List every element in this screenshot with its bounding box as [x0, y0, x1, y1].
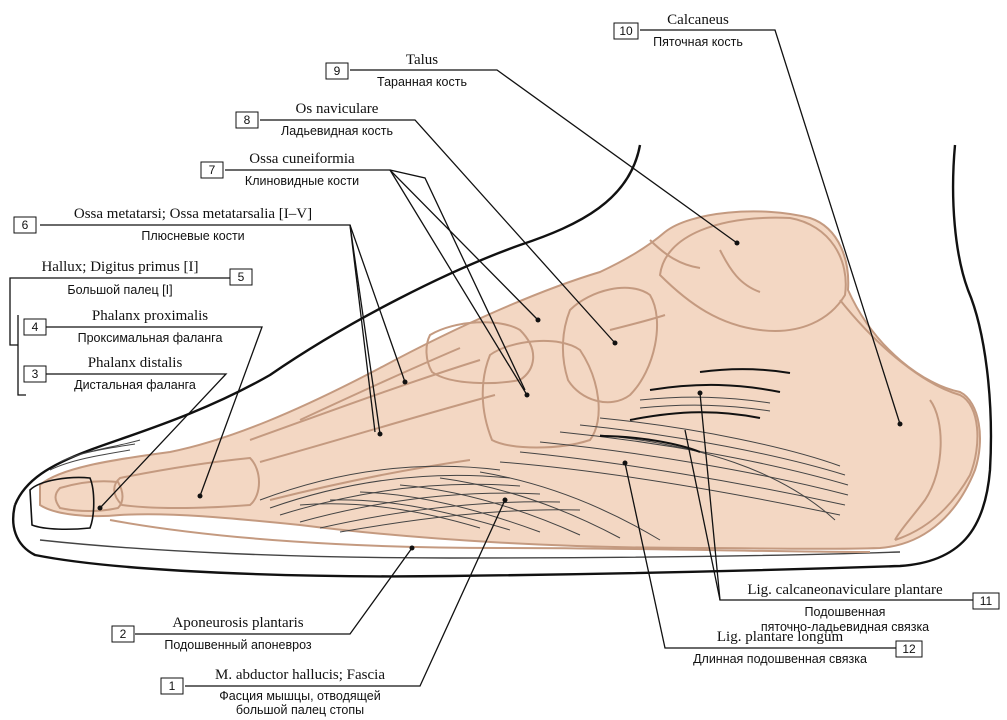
label-11-latin: Lig. calcaneonaviculare plantare [747, 582, 943, 598]
label-2-number: 2 [120, 627, 127, 641]
label-2-latin: Aponeurosis plantaris [172, 615, 303, 631]
label-9-russian: Таранная кость [377, 75, 467, 89]
label-9-number: 9 [334, 64, 341, 78]
label-6-number: 6 [22, 218, 29, 232]
label-4-latin: Phalanx proximalis [92, 308, 208, 324]
label-1-russian-line2: большой палец стопы [236, 703, 364, 717]
label-5-russian: Большой палец [I] [67, 283, 172, 297]
label-7-number: 7 [209, 163, 216, 177]
label-1-russian: Фасция мышцы, отводящей [219, 689, 381, 703]
label-4-russian: Проксимальная фаланга [78, 331, 223, 345]
label-1-latin: M. abductor hallucis; Fascia [215, 667, 385, 683]
label-1-number: 1 [169, 679, 176, 693]
label-3-latin: Phalanx distalis [88, 355, 183, 371]
label-5-latin: Hallux; Digitus primus [I] [41, 259, 198, 275]
label-12-russian: Длинная подошвенная связка [693, 652, 867, 666]
label-11-russian: Подошвенная [805, 605, 886, 619]
label-2-russian: Подошвенный апоневроз [164, 638, 312, 652]
label-6-russian: Плюсневые кости [141, 229, 244, 243]
label-12-latin: Lig. plantare longum [717, 629, 844, 645]
label-7-latin: Ossa cuneiformia [249, 151, 355, 167]
label-4-number: 4 [32, 320, 39, 334]
label-10-latin: Calcaneus [667, 12, 729, 28]
label-11: 11 Lig. calcaneonaviculare plantare Подо… [747, 582, 999, 634]
label-8-russian: Ладьевидная кость [281, 124, 393, 138]
label-5-number: 5 [238, 270, 245, 284]
label-10-russian: Пяточная кость [653, 35, 743, 49]
label-1: 1 M. abductor hallucis; Fascia Фасция мы… [161, 667, 385, 717]
label-3-number: 3 [32, 367, 39, 381]
label-8-number: 8 [244, 113, 251, 127]
label-3-russian: Дистальная фаланга [74, 378, 196, 392]
label-7-russian: Клиновидные кости [245, 174, 359, 188]
label-8-latin: Os naviculare [296, 101, 379, 117]
label-11-number: 11 [980, 594, 993, 608]
label-6-latin: Ossa metatarsi; Ossa metatarsalia [I–V] [74, 206, 312, 222]
label-10-number: 10 [619, 24, 633, 38]
label-9-latin: Talus [406, 52, 438, 68]
label-12-number: 12 [902, 642, 916, 656]
